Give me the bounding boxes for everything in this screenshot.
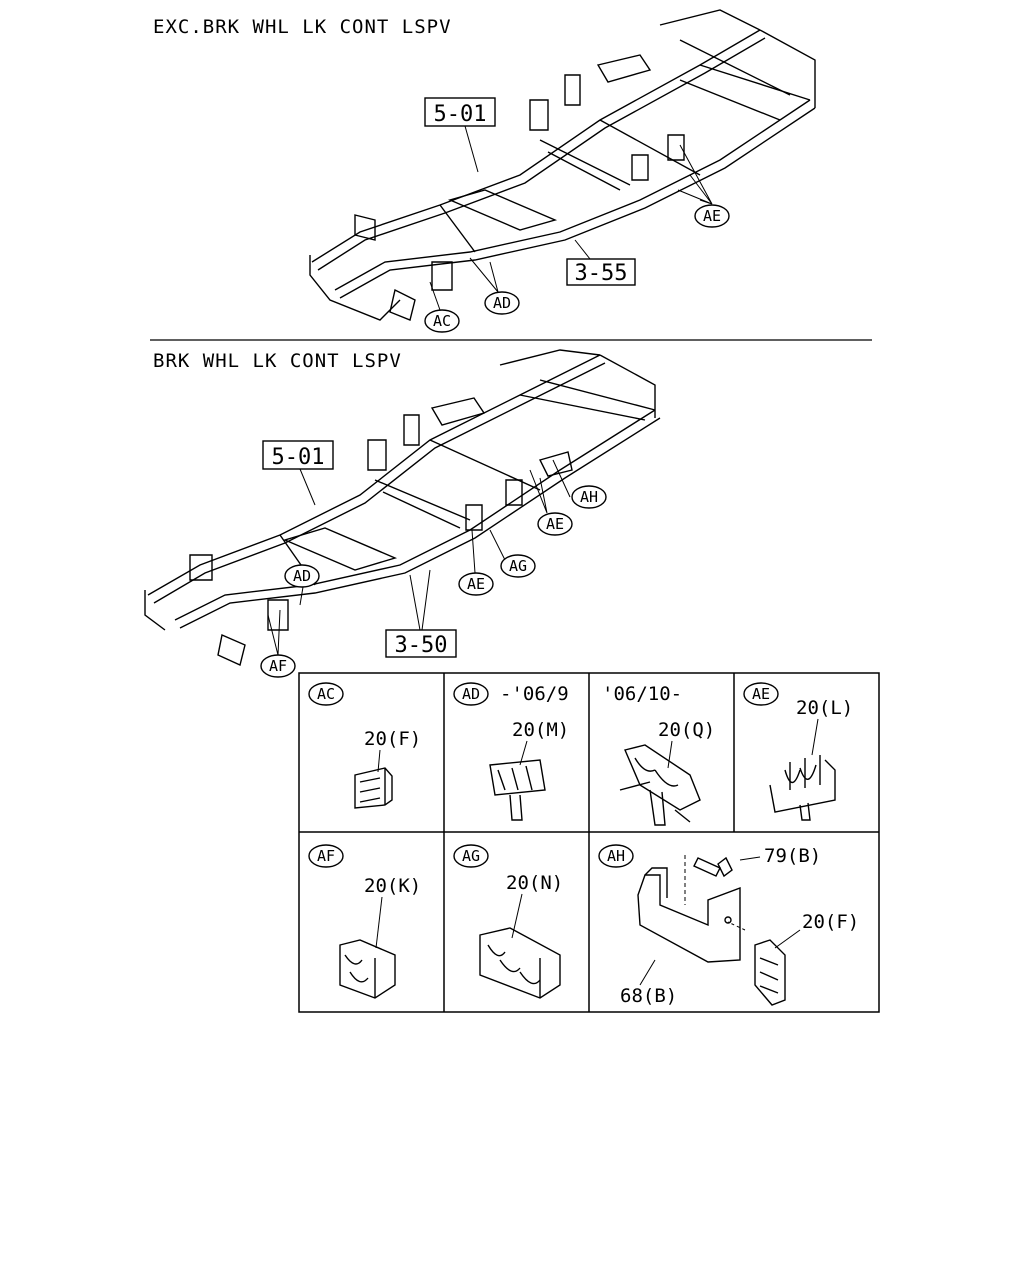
detail-ac-part: 20(F) (364, 728, 421, 750)
upper-callout-ac-label: AC (433, 312, 451, 330)
detail-af-tag (308, 844, 344, 868)
detail-ah-clip: 20(F) (802, 911, 859, 933)
bolt-79b-drawing (693, 856, 733, 878)
detail-ac-tag (308, 682, 344, 706)
detail-ad-new-part: 20(Q) (658, 719, 715, 741)
lower-title: BRK WHL LK CONT LSPV (153, 350, 402, 372)
detail-ad-range: -'06/9 (500, 683, 569, 705)
upper-frame-ref-box (424, 97, 496, 127)
lower-callout-ah (571, 485, 607, 509)
clip-20m-drawing (489, 759, 546, 821)
clip-20f-ah-drawing (754, 939, 786, 1006)
detail-grid (298, 672, 880, 1013)
lower-callout-ad (284, 564, 320, 588)
detail-ad-new-range: '06/10- (602, 683, 682, 705)
lower-callout-ae-2 (458, 572, 494, 596)
detail-af-tag-label: AF (317, 847, 335, 865)
clip-20k-drawing (339, 939, 396, 999)
detail-ae-part: 20(L) (796, 697, 853, 719)
upper-sub-ref-box (566, 258, 636, 286)
clip-20n-drawing (479, 927, 561, 999)
detail-ah-tag (598, 844, 634, 868)
upper-callout-ae (694, 204, 730, 228)
lower-frame-ref: 5-01 (272, 445, 325, 470)
lower-callout-ae-1 (537, 512, 573, 536)
lower-sub-ref-box (385, 629, 457, 658)
detail-ad-tag (453, 682, 489, 706)
lower-callout-ah-label: AH (580, 488, 598, 506)
bracket-68b-drawing (637, 855, 741, 963)
upper-callout-ae-label: AE (703, 207, 721, 225)
clip-20f-drawing (354, 767, 393, 809)
upper-callout-ad-label: AD (493, 294, 511, 312)
detail-ag-tag (453, 844, 489, 868)
lower-callout-af-label: AF (269, 657, 287, 675)
upper-title: EXC.BRK WHL LK CONT LSPV (153, 16, 452, 38)
detail-af-part: 20(K) (364, 875, 421, 897)
lower-sub-ref: 3-50 (395, 633, 448, 658)
detail-ad-tag-label: AD (462, 685, 480, 703)
detail-ah-bracket: 68(B) (620, 985, 677, 1007)
detail-ae-tag (743, 682, 779, 706)
detail-ad-part: 20(M) (512, 719, 569, 741)
upper-callout-ad (484, 291, 520, 315)
detail-ae-tag-label: AE (752, 685, 770, 703)
lower-callout-ad-label: AD (293, 567, 311, 585)
lower-frame-drawing (144, 349, 661, 666)
lower-callout-ae-1-label: AE (546, 515, 564, 533)
lower-callout-ag-label: AG (509, 557, 527, 575)
detail-ac-tag-label: AC (317, 685, 335, 703)
detail-ag-part: 20(N) (506, 872, 563, 894)
detail-ag-tag-label: AG (462, 847, 480, 865)
clip-20q-drawing (619, 744, 701, 826)
upper-frame-drawing (309, 9, 816, 321)
clip-20l-drawing (769, 755, 836, 821)
upper-frame-ref: 5-01 (434, 102, 487, 127)
lower-frame-ref-box (262, 440, 334, 470)
lower-callout-ag (500, 554, 536, 578)
lower-callout-af (260, 654, 296, 678)
lower-callout-ae-2-label: AE (467, 575, 485, 593)
upper-sub-ref: 3-55 (575, 261, 628, 286)
detail-ah-tag-label: AH (607, 847, 625, 865)
upper-callout-ac (424, 309, 460, 333)
detail-ah-bolt: 79(B) (764, 845, 821, 867)
